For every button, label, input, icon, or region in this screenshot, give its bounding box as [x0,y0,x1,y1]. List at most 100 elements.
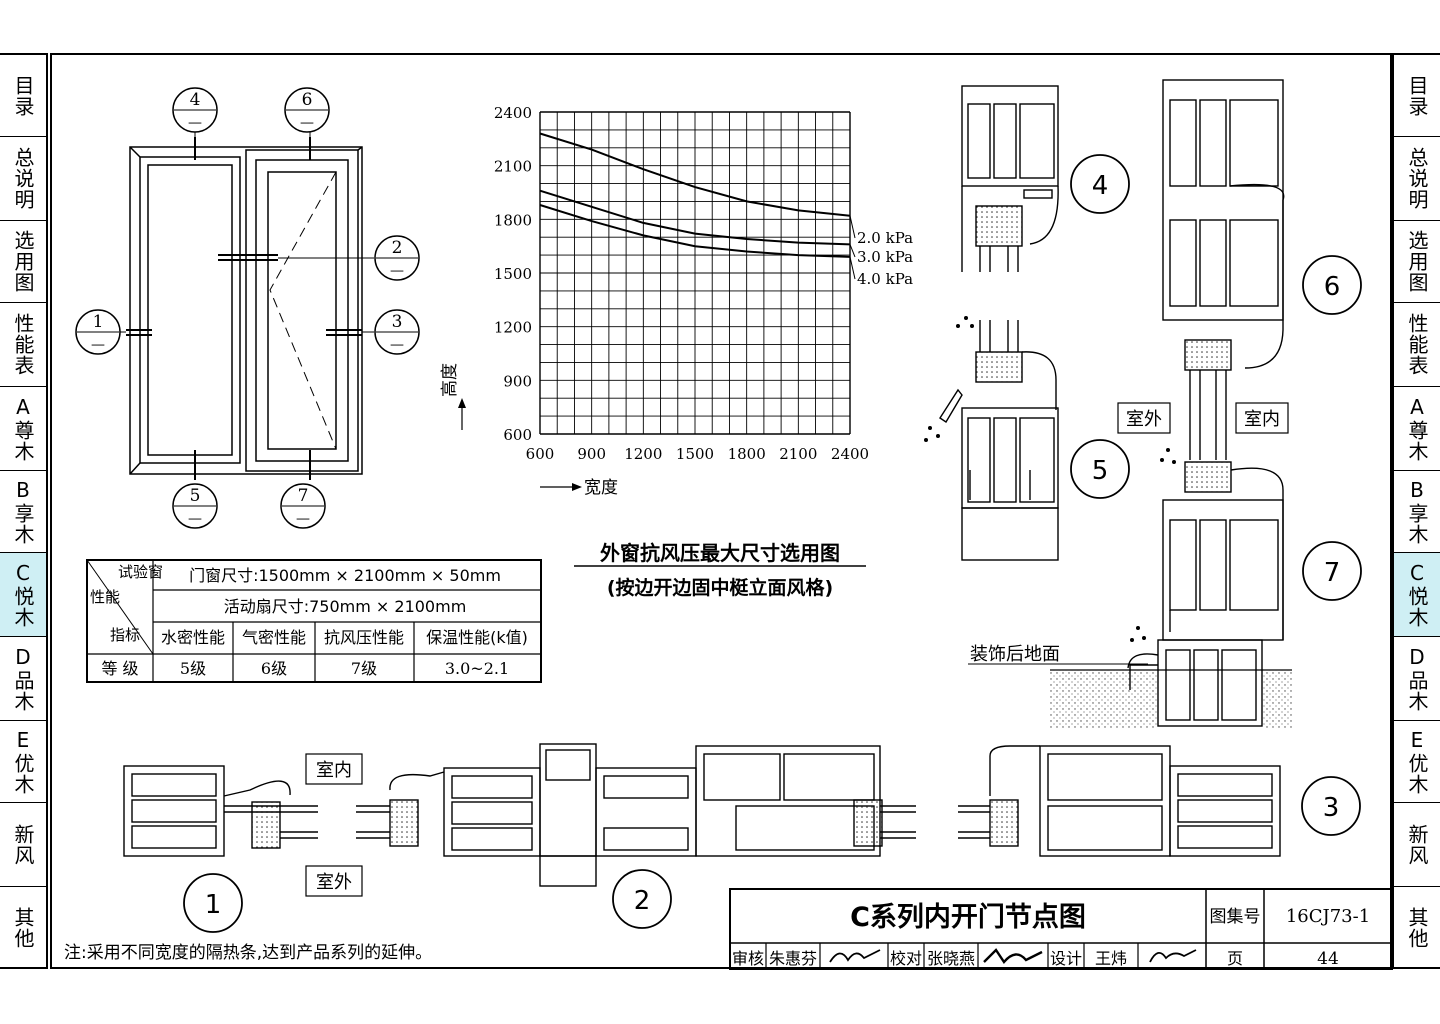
detail-5-section [939,320,1059,561]
review-signature [829,949,881,963]
indoor-box [1235,402,1289,434]
tab-a[interactable]: A尊木 [0,387,46,471]
outdoor-box [1117,402,1171,434]
svg-text:5: 5 [1092,456,1109,486]
atlas-number: 16CJ73-1 [1286,906,1370,927]
title-block [729,888,1393,970]
callout-2[interactable]: 2 — [374,235,420,281]
callout-sub: — [300,115,314,131]
drawing-title: C系列内开门节点图 [850,902,1086,933]
detail-3-section [958,745,1281,857]
tab-c[interactable]: C悦木 [1394,553,1440,637]
detail-number-6[interactable]: 6 [1302,255,1362,315]
tab-contents[interactable]: 目录 [0,55,46,137]
tab-contents[interactable]: 目录 [1394,55,1440,137]
detail-number-3[interactable]: 3 [1301,776,1361,836]
svg-text:1: 1 [205,890,222,920]
tab-general-notes[interactable]: 总说明 [1394,137,1440,221]
callout-number: 2 [392,238,403,258]
tab-d[interactable]: D品木 [0,637,46,721]
callout-1[interactable]: 1 — [75,309,121,355]
chart-subtitle: (按边开边固中梃立面风格) [607,576,833,599]
y-tick-label: 1800 [494,211,532,229]
tab-performance[interactable]: 性能表 [1394,303,1440,387]
tab-e[interactable]: E优木 [0,721,46,803]
callout-6[interactable]: 6 — [284,87,330,133]
svg-text:7: 7 [1324,558,1341,588]
tab-a[interactable]: A尊木 [1394,387,1440,471]
x-tick-label: 900 [577,445,606,463]
check-label: 校对 [890,949,922,968]
tab-e[interactable]: E优木 [1394,721,1440,803]
svg-text:3: 3 [1323,793,1340,823]
chart-grid [539,111,851,435]
callout-number: 5 [190,486,201,506]
tab-other[interactable]: 其他 [1405,907,1429,949]
series-label-2kpa: 2.0 kPa [857,229,913,247]
detail-number-4[interactable]: 4 [1070,154,1130,214]
tab-fresh-air[interactable]: 新风 [1394,803,1440,887]
tab-performance[interactable]: 性能表 [0,303,46,387]
callout-sub: — [91,337,105,353]
performance-table [86,559,542,683]
page-number: 44 [1317,949,1339,969]
y-tick-label: 2100 [494,158,532,176]
tab-c[interactable]: C悦木 [0,553,46,637]
right-tab-column: 目录 总说明 选用图 性能表 A尊木 B享木 C悦木 D品木 E优木 新风 其他 [1392,53,1440,969]
tab-other[interactable]: 其他 [11,907,35,949]
callout-sub: — [390,263,404,279]
callout-number: 3 [392,312,403,332]
callout-number: 1 [93,312,104,332]
table-value-water: 5级 [180,659,206,678]
svg-text:2: 2 [634,886,651,916]
callout-number: 7 [298,486,309,506]
footnote: 注:采用不同宽度的隔热条,达到产品系列的延伸。 [64,943,432,963]
review-name: 朱惠芬 [769,949,817,968]
table-header-wind: 抗风压性能 [324,628,404,647]
series-line-1 [539,132,851,217]
rain-drops-7 [1130,448,1176,642]
callout-sub: — [296,511,310,527]
detail-number-5[interactable]: 5 [1070,439,1130,499]
outdoor-box-2 [305,865,363,897]
table-value-thermal: 3.0~2.1 [445,659,509,678]
label-floor: 装饰后地面 [970,644,1060,665]
x-tick-label: 2400 [831,445,869,463]
series-leader-2 [849,244,856,258]
tab-b[interactable]: B享木 [0,471,46,553]
tab-general-notes[interactable]: 总说明 [0,137,46,221]
callout-4[interactable]: 4 — [172,87,218,133]
label-outdoor-2: 室外 [316,872,352,893]
tab-fresh-air[interactable]: 新风 [0,803,46,887]
table-row-sash-size: 活动扇尺寸:750mm × 2100mm [224,597,467,616]
callout-3[interactable]: 3 — [374,309,420,355]
series-label-3kpa: 3.0 kPa [857,248,913,266]
tab-b[interactable]: B享木 [1394,471,1440,553]
chart-title: 外窗抗风压最大尺寸选用图 [600,541,840,565]
atlas-label: 图集号 [1210,907,1261,927]
tab-selection[interactable]: 选用图 [0,221,46,303]
y-tick-label: 900 [503,372,532,390]
detail-number-7[interactable]: 7 [1302,541,1362,601]
table-corner-left: 性能 [90,588,120,606]
table-row-door-size: 门窗尺寸:1500mm × 2100mm × 50mm [189,566,501,585]
tab-selection[interactable]: 选用图 [1394,221,1440,303]
check-signature [983,948,1043,964]
chart-ylabel: 高度 [440,363,460,397]
table-header-water: 水密性能 [161,628,225,647]
callout-sub: — [188,511,202,527]
door-elevation [120,130,374,480]
y-tick-label: 1500 [494,265,532,283]
floor-hatch [1050,669,1292,728]
detail-number-1[interactable]: 1 [183,873,243,933]
detail-number-2[interactable]: 2 [612,869,672,929]
tab-d[interactable]: D品木 [1394,637,1440,721]
series-line-3 [539,204,851,258]
detail-6-7-section [1127,79,1285,727]
callout-5[interactable]: 5 — [172,483,218,529]
callout-7[interactable]: 7 — [280,483,326,529]
